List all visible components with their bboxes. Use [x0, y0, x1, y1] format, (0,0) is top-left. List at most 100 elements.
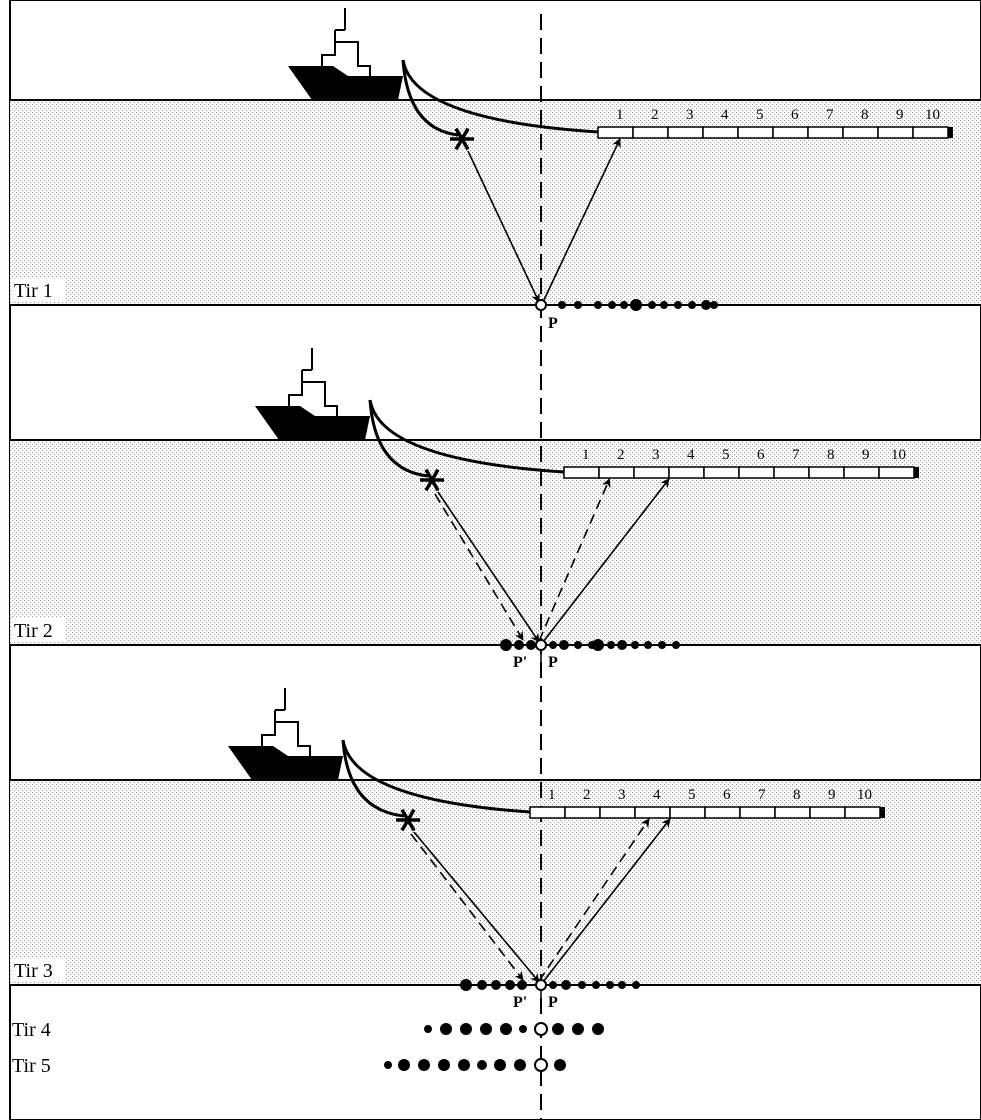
- receiver-segment: [529, 806, 566, 819]
- reflection-point: [574, 641, 582, 649]
- panel-label: Tir 3: [14, 960, 53, 982]
- reflection-point: [549, 981, 557, 989]
- ray-down-previous: [410, 833, 524, 981]
- reflection-point: [631, 641, 639, 649]
- reflection-point: [526, 640, 536, 650]
- receiver-segment: [774, 806, 811, 819]
- reflection-point: [630, 299, 642, 311]
- reflection-point: [514, 1059, 526, 1071]
- receiver-segment: [739, 806, 776, 819]
- reflection-point: [592, 639, 604, 651]
- ship-cabin: [261, 721, 311, 756]
- midpoint-label: P: [548, 315, 558, 332]
- reflection-points: [500, 639, 680, 651]
- streamer-tail: [948, 127, 953, 138]
- ray-up: [542, 818, 671, 983]
- source-asterisk-stroke: [454, 127, 470, 151]
- panel-label-backdrop: [12, 618, 66, 642]
- ship-hull: [228, 746, 343, 780]
- reflection-point: [672, 641, 680, 649]
- streamer-tail: [880, 807, 885, 818]
- receiver-label: 5: [688, 787, 696, 803]
- reflection-point: [710, 301, 718, 309]
- receiver-segment: [563, 466, 600, 479]
- source-tow-cable: [368, 399, 429, 478]
- reflection-point: [477, 1060, 487, 1070]
- ray-up: [542, 138, 621, 303]
- extra-shot-row: Tir 5: [12, 1055, 566, 1077]
- streamer-tow-cable: [401, 59, 599, 134]
- receiver-label: 7: [826, 107, 834, 123]
- receiver-segment: [599, 806, 636, 819]
- source-asterisk-stroke: [424, 468, 440, 492]
- reflection-point: [618, 981, 626, 989]
- receiver-segment: [807, 126, 844, 139]
- reflection-point: [607, 641, 615, 649]
- midpoint-label: P: [548, 654, 558, 671]
- reflection-point: [688, 301, 696, 309]
- source-asterisk-stroke: [400, 808, 416, 832]
- receiver-label: 2: [583, 787, 591, 803]
- panel-label: Tir 2: [14, 620, 53, 642]
- reflection-point: [519, 1025, 527, 1033]
- receiver-label: 8: [861, 107, 869, 123]
- receiver-label: 1: [616, 107, 624, 123]
- receiver-label: 6: [791, 107, 799, 123]
- reflection-point: [552, 1023, 564, 1035]
- ray-down: [413, 831, 540, 983]
- receiver-segment: [598, 466, 635, 479]
- receiver-label: 9: [828, 787, 836, 803]
- reflection-point: [458, 1059, 470, 1071]
- receiver-segment: [738, 466, 775, 479]
- reflection-point: [514, 640, 524, 650]
- asterisk-source-icon: [420, 468, 444, 492]
- receiver-label: 9: [896, 107, 904, 123]
- receiver-label: 6: [757, 447, 765, 463]
- receiver-segment: [877, 126, 914, 139]
- reflection-point: [480, 1023, 492, 1035]
- receiver-label: 4: [687, 447, 695, 463]
- ship-cabin: [288, 381, 338, 416]
- reflection-points: [460, 979, 640, 991]
- streamer-tow-cable: [368, 399, 565, 474]
- reflection-point: [424, 1025, 432, 1033]
- reflection-point: [505, 980, 515, 990]
- open-circle-midpoint-icon: [535, 639, 547, 651]
- reflection-point: [674, 301, 682, 309]
- receiver-label: 1: [582, 447, 590, 463]
- receiver-label: 8: [827, 447, 835, 463]
- reflection-point: [701, 300, 711, 310]
- reflection-point: [632, 981, 640, 989]
- streamer-tow-cable: [341, 739, 531, 814]
- reflection-point: [494, 1059, 506, 1071]
- reflection-point: [438, 1059, 450, 1071]
- receiver-segment: [634, 806, 671, 819]
- extra-shot-label: Tir 5: [12, 1055, 51, 1077]
- ray-down: [467, 150, 540, 303]
- receiver-label: 4: [653, 787, 661, 803]
- receiver-segment: [843, 466, 880, 479]
- open-circle-midpoint-icon: [535, 299, 547, 311]
- receiver-segment: [702, 126, 739, 139]
- receiver-label: 9: [862, 447, 870, 463]
- reflection-point: [491, 980, 501, 990]
- receiver-segment: [808, 466, 845, 479]
- midpoint-label: P': [513, 654, 527, 671]
- panel-label: Tir 1: [14, 280, 53, 302]
- reflection-point: [500, 639, 512, 651]
- reflection-point: [572, 1023, 584, 1035]
- ray-up-previous: [538, 818, 650, 982]
- receiver-label: 3: [652, 447, 660, 463]
- reflection-point: [617, 640, 627, 650]
- receiver-label: 7: [792, 447, 800, 463]
- reflection-point: [558, 301, 566, 309]
- open-circle-midpoint-icon: [535, 979, 547, 991]
- reflection-point: [606, 981, 614, 989]
- receiver-label: 2: [617, 447, 625, 463]
- reflection-point: [477, 980, 487, 990]
